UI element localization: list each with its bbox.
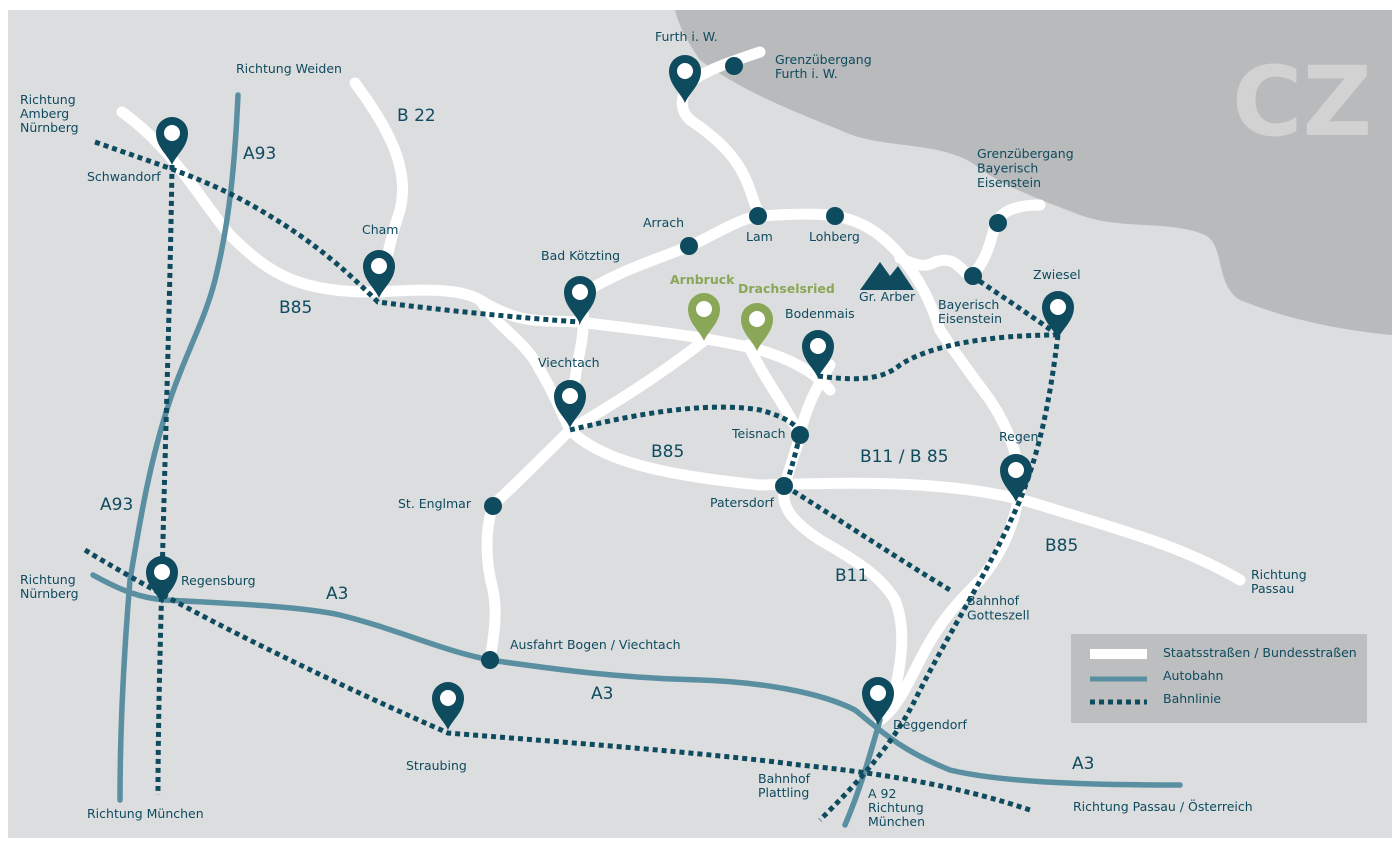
label-b11: B11 [835,566,868,586]
label-lam: Lam [746,229,773,244]
label-lohberg: Lohberg [809,229,860,244]
label-straubing: Straubing [406,758,467,773]
label-furth: Furth i. W. [655,29,718,44]
map-labels: Richtung Amberg Nürnberg Schwandorf Rich… [20,29,1311,829]
label-b11-b85: B11 / B 85 [860,447,949,467]
label-grenz-bayerisch: Grenzübergang Bayerisch Eisenstein [977,146,1078,190]
label-b85-east: B85 [1045,536,1078,556]
place-dots [481,57,1007,669]
label-grenz-furth: Grenzübergang Furth i. W. [775,52,876,81]
label-b85-west: B85 [279,298,312,318]
mountain-icon [860,262,914,290]
dot-teisnach [791,426,809,444]
label-richtung-passau-oesterreich: Richtung Passau / Österreich [1073,798,1253,814]
label-a3-east: A3 [1072,754,1094,774]
dot-lohberg [826,207,844,225]
label-arnbruck: Arnbruck [670,272,735,287]
legend: Staatsstraßen / Bundesstraßen Autobahn B… [1071,634,1367,723]
label-richtung-muenchen: Richtung München [87,806,204,821]
dot-grenz-bayerisch [989,214,1007,232]
label-richtung-nuernberg: Richtung Nürnberg [20,572,80,601]
dot-lam [749,207,767,225]
label-gr-arber: Gr. Arber [859,289,916,304]
dot-st-englmar [484,497,502,515]
label-bahnhof-plattling: Bahnhof Plattling [758,771,814,800]
label-st-englmar: St. Englmar [398,496,472,511]
label-b85-mid: B85 [651,442,684,462]
label-a93-mid: A93 [100,495,133,515]
legend-rail-label: Bahnlinie [1163,691,1221,706]
dot-bayerisch-eisenstein [964,267,982,285]
label-a92: A 92 Richtung München [868,786,928,829]
dot-grenz-furth [725,57,743,75]
dot-patersdorf [775,477,793,495]
label-a3-west: A3 [326,584,348,604]
label-patersdorf: Patersdorf [710,495,775,510]
label-richtung-amberg: Richtung Amberg Nürnberg [20,92,80,135]
label-richtung-weiden: Richtung Weiden [236,61,342,76]
label-bodenmais: Bodenmais [785,306,855,321]
label-regensburg: Regensburg [181,573,256,588]
label-a93-top: A93 [243,144,276,164]
label-schwandorf: Schwandorf [87,169,161,184]
label-bad-koetzting: Bad Kötzting [541,248,620,263]
country-label: CZ [1232,46,1372,158]
legend-road-label: Staatsstraßen / Bundesstraßen [1163,645,1357,660]
label-deggendorf: Deggendorf [893,717,968,732]
rail-lines [83,139,1061,822]
legend-autobahn-label: Autobahn [1163,668,1223,683]
label-viechtach: Viechtach [538,355,600,370]
label-bahnhof-gotteszell: Bahnhof Gotteszell [967,593,1030,623]
label-cham: Cham [362,222,399,237]
label-richtung-passau: Richtung Passau [1251,567,1311,596]
czech-area [675,10,1392,335]
label-bayerisch-eisenstein: Bayerisch Eisenstein [938,297,1003,326]
label-regen: Regen [999,429,1038,444]
label-drachselsried: Drachselsried [738,281,835,296]
label-arrach: Arrach [643,215,684,230]
label-a3-mid: A3 [591,684,613,704]
label-teisnach: Teisnach [731,426,786,441]
label-b22: B 22 [397,106,436,126]
label-ausfahrt-bogen: Ausfahrt Bogen / Viechtach [510,637,681,652]
dot-ausfahrt-bogen [481,651,499,669]
dot-arrach [680,237,698,255]
autobahns [90,92,1183,828]
label-zwiesel: Zwiesel [1033,267,1081,282]
